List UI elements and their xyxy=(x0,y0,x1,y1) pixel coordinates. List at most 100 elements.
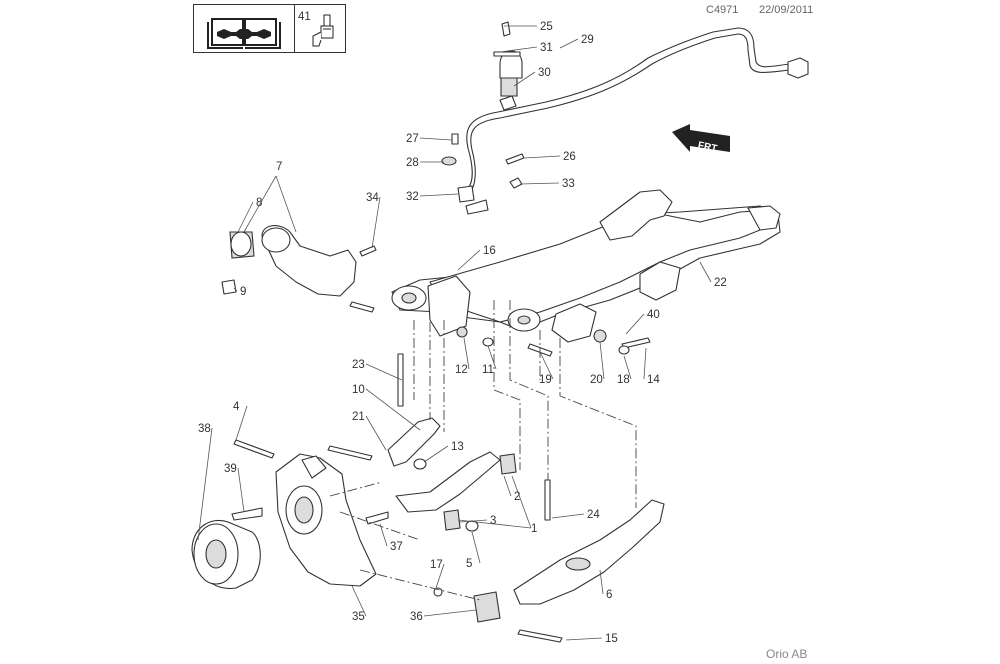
callout-12: 12 xyxy=(455,337,470,376)
callout-leader-line xyxy=(539,351,554,380)
callout-26: 26 xyxy=(523,151,576,163)
callout-label: 27 xyxy=(406,133,419,145)
callout-label: 40 xyxy=(647,309,660,321)
callout-leader-line xyxy=(435,563,445,589)
callout-leader-line xyxy=(519,182,560,185)
callout-leader-line xyxy=(365,388,421,431)
callout-34: 34 xyxy=(366,192,381,249)
callout-7: 7 xyxy=(276,161,282,173)
callout-label: 8 xyxy=(256,197,262,209)
callout-label: 9 xyxy=(240,286,246,298)
callout-label: 30 xyxy=(538,67,551,79)
callout-label: 28 xyxy=(406,157,419,169)
callout-33: 33 xyxy=(519,178,575,190)
callout-label: 15 xyxy=(605,633,618,645)
callout-leader-line xyxy=(243,175,277,233)
callout-label: 23 xyxy=(352,359,365,371)
callout-label: 4 xyxy=(233,401,240,413)
callout-leader-line xyxy=(237,467,245,513)
manual-reference-box: 41 xyxy=(193,4,346,53)
callout-label: 37 xyxy=(390,541,403,553)
callout-label: 29 xyxy=(581,34,594,46)
callout-13: 13 xyxy=(423,441,464,463)
callout-label: 21 xyxy=(352,411,365,423)
callout-leader-line xyxy=(487,345,497,370)
callout-label: 1 xyxy=(531,523,537,535)
callout-label: 3 xyxy=(490,515,496,527)
callout-leader-line xyxy=(457,249,481,271)
callout-label: 2 xyxy=(514,491,520,503)
callout-leader-line xyxy=(551,513,585,519)
callout-label: 26 xyxy=(563,151,576,163)
callout-28: 28 xyxy=(406,157,444,169)
callout-leader-line xyxy=(499,46,538,53)
callout-32: 32 xyxy=(406,191,459,203)
callout-6: 6 xyxy=(599,569,612,601)
bar-bushing xyxy=(500,77,518,97)
callout-leader-line xyxy=(511,475,532,529)
callout-label: 19 xyxy=(539,374,552,386)
callout-label: 10 xyxy=(352,384,365,396)
callout-39: 39 xyxy=(224,463,245,513)
lower-control-link xyxy=(395,451,501,513)
callout-30: 30 xyxy=(513,67,551,87)
callout-19: 19 xyxy=(539,351,554,386)
callout-15: 15 xyxy=(565,633,618,645)
manual-part-number: 41 xyxy=(298,11,311,23)
callout-label: 5 xyxy=(466,558,472,570)
callout-leader-line xyxy=(513,71,536,87)
callout-leader-line xyxy=(365,363,403,381)
callout-21: 21 xyxy=(352,411,387,451)
callout-5: 5 xyxy=(466,531,481,570)
callout-31: 31 xyxy=(499,42,553,54)
callout-leader-line xyxy=(371,196,381,249)
callout-17: 17 xyxy=(430,559,445,589)
callout-leader-line xyxy=(457,519,532,529)
callout-35: 35 xyxy=(351,585,367,623)
callout-leader-line xyxy=(419,193,459,197)
document-date: 22/09/2011 xyxy=(759,4,814,16)
callout-37: 37 xyxy=(379,523,403,553)
callout-label: 13 xyxy=(451,441,464,453)
callout-label: 18 xyxy=(617,374,630,386)
callout-leader-line xyxy=(599,341,605,380)
callout-3: 3 xyxy=(459,515,496,527)
svg-text:FRT: FRT xyxy=(697,140,718,155)
callout-label: 34 xyxy=(366,192,379,204)
callout-leader-line xyxy=(237,201,254,233)
callout-label: 32 xyxy=(406,191,419,203)
callout-label: 25 xyxy=(540,21,553,33)
callout-leader-line xyxy=(565,637,603,641)
callout-25: 25 xyxy=(504,21,553,33)
callout-38: 38 xyxy=(197,423,213,541)
callout-leader-line xyxy=(699,261,712,283)
callout-8: 8 xyxy=(237,197,262,233)
callout-label: 17 xyxy=(430,559,443,571)
callout-leader-line xyxy=(365,415,387,451)
upper-lateral-link xyxy=(387,417,441,467)
document-code: C4971 xyxy=(706,4,739,16)
grease-gun-icon xyxy=(312,14,334,47)
callout-16: 16 xyxy=(457,245,496,271)
callout-label: 11 xyxy=(482,364,494,376)
callout-leader-line xyxy=(235,405,248,441)
callout-leader-line xyxy=(423,445,449,463)
callout-leader-line xyxy=(463,337,470,370)
callout-label: 7 xyxy=(276,161,282,173)
lower-spring-link xyxy=(513,499,665,605)
callout-9: 9 xyxy=(233,286,246,298)
callout-leader-line xyxy=(599,569,604,595)
open-book-with-wrench-icon xyxy=(207,18,281,49)
callout-4: 4 xyxy=(233,401,248,441)
copyright-footer: Orio AB xyxy=(766,647,808,661)
callout-23: 23 xyxy=(352,359,403,381)
callout-label: 22 xyxy=(714,277,727,289)
callout-24: 24 xyxy=(551,509,600,521)
callout-leader-line xyxy=(523,155,561,159)
callout-leader-line xyxy=(625,313,645,335)
callout-label: 14 xyxy=(647,374,660,386)
callout-label: 38 xyxy=(198,423,211,435)
callout-label: 20 xyxy=(590,374,603,386)
callout-27: 27 xyxy=(406,133,453,145)
